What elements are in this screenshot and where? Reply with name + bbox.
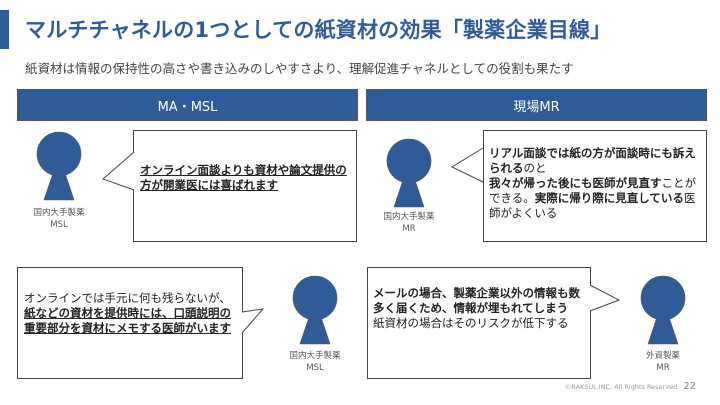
- speaker-label: 国内大手製薬 MSL: [289, 351, 341, 373]
- speaker-label: 外資製薬 MR: [645, 351, 681, 373]
- quote-text: リアル面談では紙の方が面談時にも訴えられるのと 我々が帰った後にも医師が見直すこ…: [489, 146, 696, 220]
- speech-bubble: [133, 130, 357, 242]
- person-icon: [638, 274, 688, 346]
- quote-text: オンラインでは手元に何も残らないが、紙などの資材を提供時には、口頭説明の重要部分…: [24, 291, 231, 335]
- speech-bubble-tail: [589, 284, 621, 312]
- footer: ©RAKSUL INC. All Rights Reserved.22: [565, 381, 696, 392]
- person-icon: [384, 137, 434, 209]
- speech-bubble: [483, 130, 707, 242]
- quote-text: メールの場合、製薬企業以外の情報も数多く届くため、情報が埋もれてしまう 紙資材の…: [373, 286, 580, 330]
- speaker-label: 国内大手製薬 MR: [383, 212, 435, 234]
- speech-bubble: [17, 267, 243, 379]
- slide-subtitle: 紙資材は情報の保持性の高さや書き込みのしやすさより、理解促進チャネルとしての役割…: [25, 61, 574, 76]
- section-header-ma-msl: MA・MSL: [17, 89, 358, 121]
- section-label: MA・MSL: [157, 99, 218, 115]
- section-label: 現場MR: [513, 99, 560, 115]
- speech-bubble: [367, 267, 591, 379]
- person-icon: [290, 274, 340, 346]
- speech-bubble-tail: [450, 147, 484, 183]
- person-icon: [34, 130, 84, 202]
- copyright-text: ©RAKSUL INC. All Rights Reserved.: [564, 383, 680, 391]
- page-number: 22: [683, 381, 696, 392]
- speech-bubble-tail: [102, 151, 135, 191]
- speech-bubble-tail: [241, 308, 265, 334]
- title-accent-bar: [0, 10, 9, 49]
- slide-title: マルチチャネルの1つとしての紙資材の効果「製薬企業目線」: [25, 18, 612, 42]
- section-header-field-mr: 現場MR: [366, 89, 707, 121]
- speaker-label: 国内大手製薬 MSL: [33, 208, 85, 230]
- quote-text: オンライン面談よりも資材や論文提供の方が開業医には喜ばれます: [140, 163, 347, 192]
